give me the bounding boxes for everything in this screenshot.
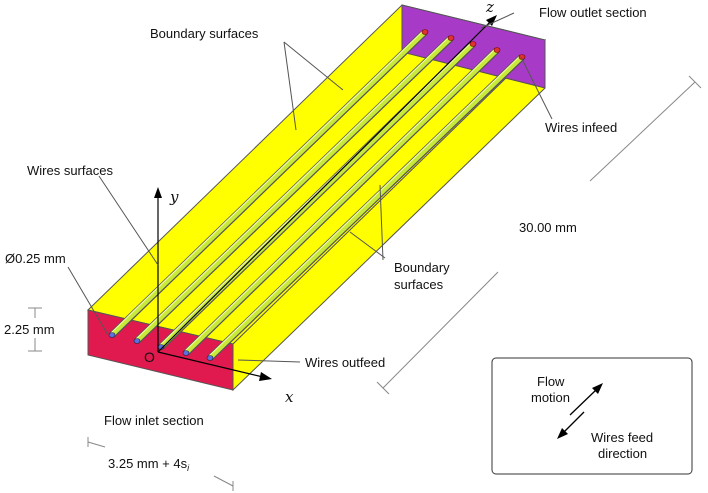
dimension-height (28, 307, 42, 352)
width-dimension-label: 3.25 mm + 4si (108, 456, 190, 473)
wire-1 (108, 29, 429, 338)
leader-lines (67, 12, 553, 363)
boundary-surfaces-top-label: Boundary surfaces (150, 26, 259, 41)
wires-outfeed-label: Wires outfeed (305, 355, 385, 370)
axis-y (154, 187, 162, 352)
legend-flow-line-1: Flow (537, 374, 565, 389)
flow-motion-arrow (569, 383, 603, 416)
boundary-surfaces-bottom-label-2: surfaces (394, 277, 444, 292)
dimension-width (87, 437, 234, 491)
origin-label: O (144, 349, 155, 365)
wire-diameter-label: Ø0.25 mm (5, 251, 66, 266)
wire-4 (182, 47, 501, 356)
axis-z (157, 15, 497, 353)
wires-surfaces-label: Wires surfaces (27, 163, 113, 178)
wires-infeed-label: Wires infeed (545, 120, 617, 135)
dimension-length (376, 75, 702, 395)
flow-outlet-label: Flow outlet section (539, 5, 647, 20)
axis-x (157, 351, 272, 381)
legend-feed-line-1: Wires feed (591, 430, 653, 445)
wire-5 (206, 54, 526, 361)
length-dimension-label: 30.00 mm (519, 220, 577, 235)
flow-inlet-label: Flow inlet section (104, 413, 204, 428)
legend-flow-line-2: motion (531, 390, 570, 405)
legend-box: Flow motion Wires feed direction (491, 357, 693, 475)
height-dimension-label: 2.25 mm (4, 322, 55, 337)
axis-x-label: x (285, 388, 294, 406)
boundary-surfaces-bottom-label-1: Boundary (394, 260, 450, 275)
legend-feed-line-2: direction (598, 446, 647, 461)
wire-2 (133, 35, 455, 344)
axis-z-label: z (485, 0, 494, 16)
wires-feed-arrow (557, 411, 585, 439)
axis-y-label: y (169, 188, 179, 206)
